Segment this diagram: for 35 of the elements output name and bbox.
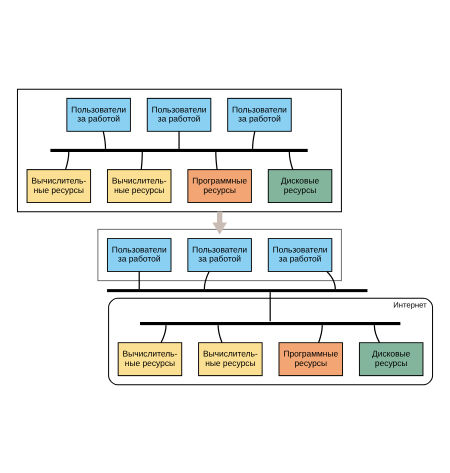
node-box: Вычислитель- ные ресурсы (106, 168, 172, 202)
connector (178, 131, 180, 148)
connector (288, 151, 294, 170)
connector (270, 292, 271, 321)
arrow (212, 211, 227, 234)
connector (204, 270, 210, 289)
connector (215, 151, 218, 169)
cluster (16, 88, 342, 212)
connector (374, 324, 380, 342)
node-box: Пользователи за работой (227, 97, 292, 132)
node-box: Пользователи за работой (146, 97, 212, 132)
node-box: Дисковые ресурсы (358, 342, 424, 376)
connector (140, 151, 143, 169)
cluster (97, 228, 342, 281)
node-bar (107, 288, 368, 292)
connector (252, 130, 256, 148)
connector (102, 130, 106, 148)
connector (218, 324, 223, 342)
node-box: Пользователи за работой (106, 238, 172, 272)
connector (160, 324, 167, 342)
node-bar (50, 148, 308, 152)
connector (326, 270, 336, 289)
node-box: Программные ресурсы (187, 168, 252, 202)
node-box: Программные ресурсы (278, 342, 344, 376)
connector (65, 151, 70, 169)
connector (138, 271, 140, 289)
node-box: Пользователи за работой (66, 97, 131, 132)
node-box: Вычислитель- ные ресурсы (26, 168, 92, 202)
node-box: Пользователи за работой (268, 238, 332, 272)
node-box: Дисковые ресурсы (268, 168, 332, 202)
node-box: Пользователи за работой (187, 238, 252, 272)
node-bar (140, 322, 400, 325)
node-box: Вычислитель- ные ресурсы (198, 342, 263, 376)
node-box: Вычислитель- ные ресурсы (118, 342, 182, 376)
connector (318, 324, 323, 342)
